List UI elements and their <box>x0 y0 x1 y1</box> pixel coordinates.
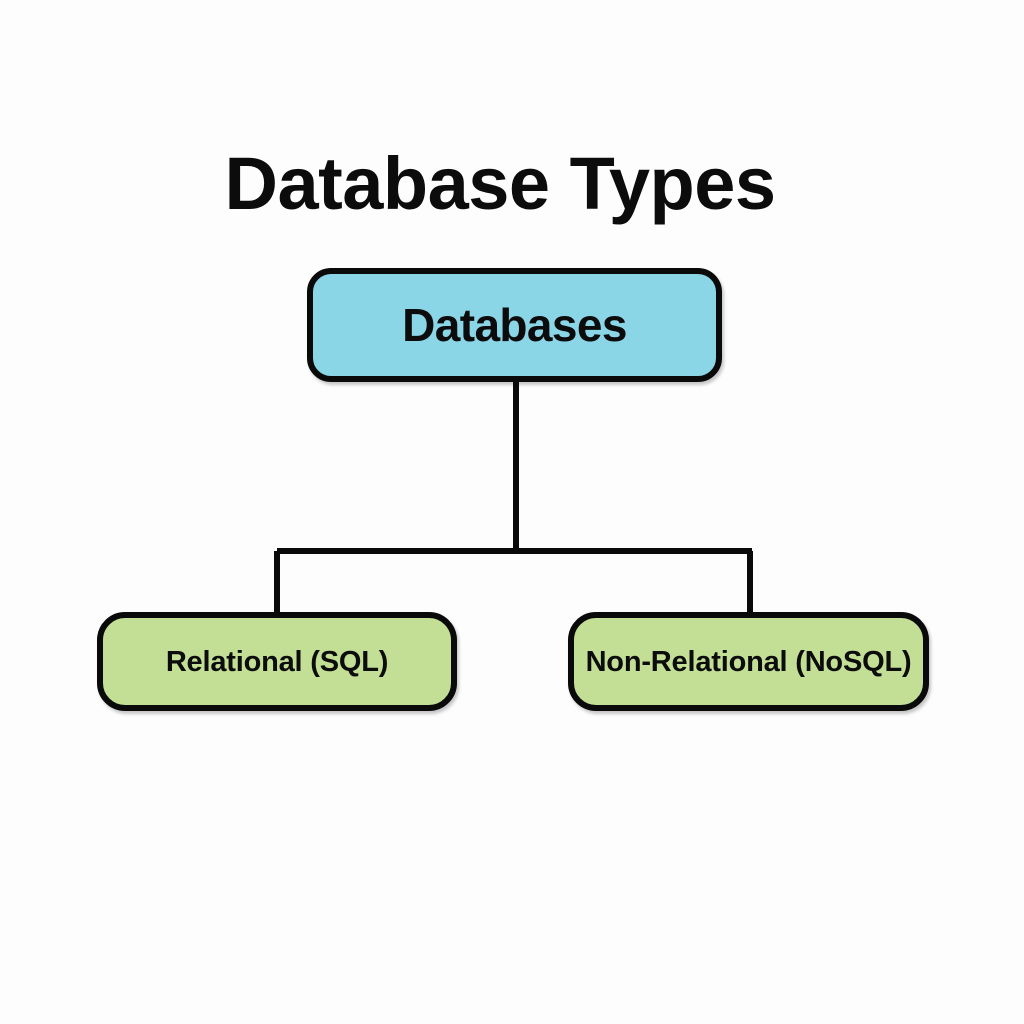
node-databases-label: Databases <box>402 299 627 351</box>
page-title: Database Types <box>224 142 777 225</box>
node-relational-sql[interactable]: Relational (SQL) <box>97 612 457 711</box>
node-relational-sql-label: Relational (SQL) <box>165 645 389 678</box>
node-databases[interactable]: Databases <box>307 268 722 382</box>
node-non-relational-nosql-label: Non-Relational (NoSQL) <box>585 645 912 678</box>
node-non-relational-nosql[interactable]: Non-Relational (NoSQL) <box>568 612 929 711</box>
